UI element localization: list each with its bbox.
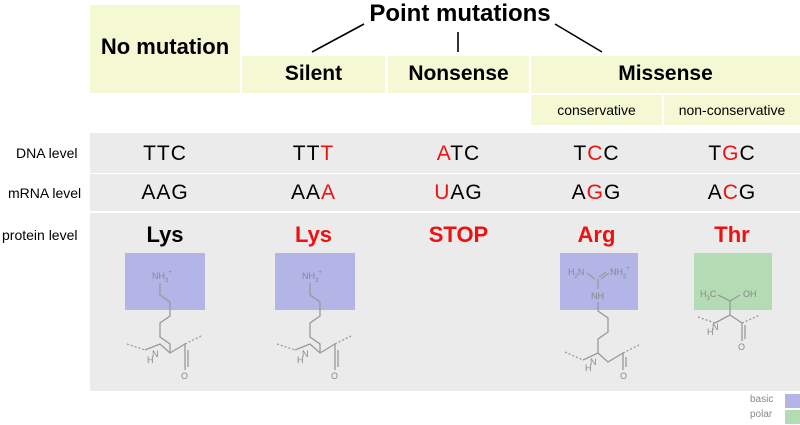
side-chain-basic-highlight [275, 253, 355, 310]
legend-basic-label: basic [750, 394, 774, 405]
svg-text:NH: NH [591, 291, 604, 301]
codon-mutated-base: G [586, 181, 604, 204]
dna-codon: TGC [664, 142, 800, 166]
codon-base: AA [290, 181, 321, 204]
legend-polar-label: polar [750, 409, 773, 420]
codon-base: C [603, 142, 620, 165]
svg-text:H: H [585, 363, 592, 373]
header-missense: Missense [618, 62, 713, 85]
threonine-structure: H3C OH H N O [697, 289, 761, 352]
svg-text:O: O [181, 371, 188, 381]
svg-text:NH3+: NH3+ [302, 270, 322, 284]
svg-text:O: O [331, 371, 338, 381]
codon-mutated-base: A [436, 142, 451, 165]
legend-polar-swatch [785, 410, 800, 424]
codon-mutated-base: T [320, 142, 335, 165]
arginine-structure: H2N NH2+ NH H N O [564, 266, 642, 381]
svg-text:OH: OH [743, 289, 757, 299]
subheader-non-conservative: non-conservative [678, 102, 786, 118]
svg-text:H: H [147, 355, 154, 365]
codon-base: AAG [141, 181, 189, 204]
header-nonsense: Nonsense [408, 62, 509, 85]
diagram-title: Point mutations [369, 0, 551, 27]
header-nonsense-box [388, 56, 529, 93]
protein-amino-acid: Lys [146, 222, 184, 247]
svg-text:NH2+: NH2+ [610, 266, 630, 280]
mrna-codon: AAG [90, 181, 240, 205]
svg-text:NH3+: NH3+ [152, 270, 172, 284]
codon-mutated-base: C [587, 142, 604, 165]
protein-amino-acid: STOP [428, 222, 489, 247]
dna-codon: ATC [388, 142, 529, 166]
codon-base: TC [450, 142, 481, 165]
svg-text:O: O [738, 342, 745, 352]
title-branch-lines [311, 23, 603, 53]
codon-base: TTC [143, 142, 187, 165]
svg-text:N: N [590, 357, 597, 367]
protein-amino-acid: Thr [714, 222, 750, 247]
header-no-mutation: No mutation [100, 34, 230, 59]
svg-text:N: N [712, 322, 719, 332]
codon-base: AG [450, 181, 483, 204]
codon-base: A [707, 181, 723, 204]
protein-row-band [90, 213, 800, 391]
lysine-structure: NH3+ H N O [276, 270, 354, 381]
svg-text:N: N [302, 349, 309, 359]
codon-base: G [604, 181, 622, 204]
protein-amino-acid: Arg [577, 222, 616, 247]
mrna-codon: UAG [388, 181, 529, 205]
side-chain-basic-highlight [125, 253, 205, 310]
subheader-conservative-box [531, 95, 662, 125]
row-label-protein: protein level [2, 227, 78, 243]
dna-codon: TTT [242, 142, 385, 166]
svg-text:O: O [620, 371, 627, 381]
mrna-row-band [90, 174, 800, 211]
mrna-codon: AGG [531, 181, 662, 205]
codon-mutated-base: A [321, 181, 337, 204]
dna-codon: TTC [90, 142, 240, 166]
mrna-codon: ACG [664, 181, 800, 205]
row-label-mrna: mRNA level [8, 185, 82, 201]
side-chain-basic-highlight [560, 253, 638, 310]
codon-base: T [573, 142, 588, 165]
codon-mutated-base: G [722, 142, 740, 165]
side-chain-polar-highlight [694, 253, 772, 310]
codon-base: TT [292, 142, 321, 165]
lysine-structure: NH3+ H N O [126, 270, 204, 381]
codon-base: G [738, 181, 757, 204]
svg-text:H3C: H3C [700, 289, 717, 302]
codon-base: C [739, 142, 756, 165]
svg-text:H2N: H2N [568, 267, 584, 280]
svg-text:H: H [707, 327, 714, 337]
svg-text:H: H [297, 355, 304, 365]
codon-mutated-base: U [434, 181, 451, 204]
dna-codon: TCC [531, 142, 662, 166]
subheader-conservative: conservative [557, 102, 636, 118]
row-label-dna: DNA level [16, 145, 78, 161]
dna-row-band [90, 133, 800, 173]
header-silent-box [242, 56, 385, 93]
codon-mutated-base: C [722, 181, 739, 204]
header-silent: Silent [284, 62, 343, 85]
codon-base: A [571, 181, 587, 204]
codon-base: T [708, 142, 723, 165]
protein-amino-acid: Lys [294, 222, 333, 247]
header-missense-box [531, 56, 800, 93]
svg-text:N: N [152, 349, 159, 359]
header-no-mutation-box [90, 5, 240, 93]
legend-basic-swatch [785, 394, 800, 408]
subheader-non-conservative-box [664, 95, 800, 125]
mrna-codon: AAA [242, 181, 385, 205]
